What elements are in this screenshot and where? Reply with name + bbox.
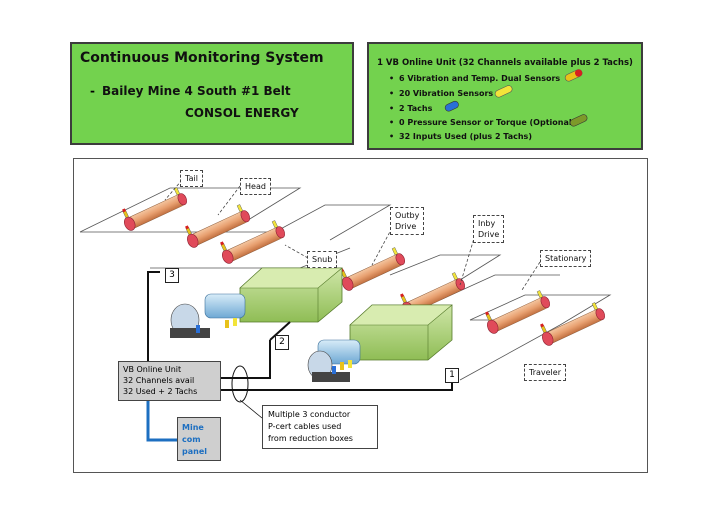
cable-number-1: 1	[445, 368, 459, 383]
tach-icon	[444, 100, 459, 112]
mine-name: Bailey Mine 4 South #1 Belt	[102, 84, 291, 98]
legend-heading: 1 VB Online Unit (32 Channels available …	[377, 58, 633, 68]
inby-gearbox	[349, 304, 453, 361]
legend-panel: 1 VB Online Unit (32 Channels available …	[367, 42, 643, 150]
legend-item: •32 Inputs Used (plus 2 Tachs)	[389, 132, 532, 141]
tail-label: Tail	[180, 170, 203, 187]
snub-label: Snub	[307, 251, 338, 268]
system-title: Continuous Monitoring System	[80, 50, 324, 66]
outby-gearbox	[239, 267, 343, 323]
vb-unit-used: 32 Used + 2 Tachs	[123, 387, 198, 396]
legend-item: •20 Vibration Sensors	[389, 89, 494, 98]
dual-sensor-icon	[564, 69, 583, 82]
pressure-sensor-icon	[569, 114, 588, 127]
vb-online-unit: VB Online Unit 32 Channels avail 32 Used…	[118, 361, 221, 401]
label-leaders	[164, 179, 541, 291]
head-label: Head	[240, 178, 271, 195]
legend-item: •2 Tachs	[389, 104, 433, 113]
title-dash: -	[90, 84, 95, 98]
traveler-label: Traveler	[524, 364, 566, 381]
cable-bundle-marker	[231, 365, 249, 403]
cable-number-2: 2	[275, 335, 289, 350]
vb-unit-title: VB Online Unit	[123, 365, 182, 374]
stationary-pulley	[480, 285, 553, 336]
inby-drive-label: Inby Drive	[473, 215, 505, 243]
cable-note: Multiple 3 conductor P-cert cables used …	[262, 405, 378, 449]
title-panel: Continuous Monitoring System - Bailey Mi…	[70, 42, 354, 145]
head-pulley	[180, 199, 253, 250]
outby-pulley	[335, 242, 408, 293]
mine-com-cable	[146, 401, 177, 442]
company-name: CONSOL ENERGY	[185, 106, 299, 120]
legend-item: •0 Pressure Sensor or Torque (Optional)	[389, 118, 576, 127]
outby-motor	[170, 293, 246, 338]
stationary-label: Stationary	[540, 250, 592, 267]
legend-sensor-icons	[444, 69, 588, 127]
inby-motor	[307, 339, 361, 382]
vibration-sensor-icon	[494, 85, 513, 98]
legend-item: •6 Vibration and Temp. Dual Sensors	[389, 74, 561, 83]
outby-drive-label: Outby Drive	[390, 207, 425, 235]
cable-number-3: 3	[165, 268, 179, 283]
vb-unit-channels: 32 Channels avail	[123, 376, 195, 385]
mine-com-panel: Mine com panel	[177, 417, 221, 461]
